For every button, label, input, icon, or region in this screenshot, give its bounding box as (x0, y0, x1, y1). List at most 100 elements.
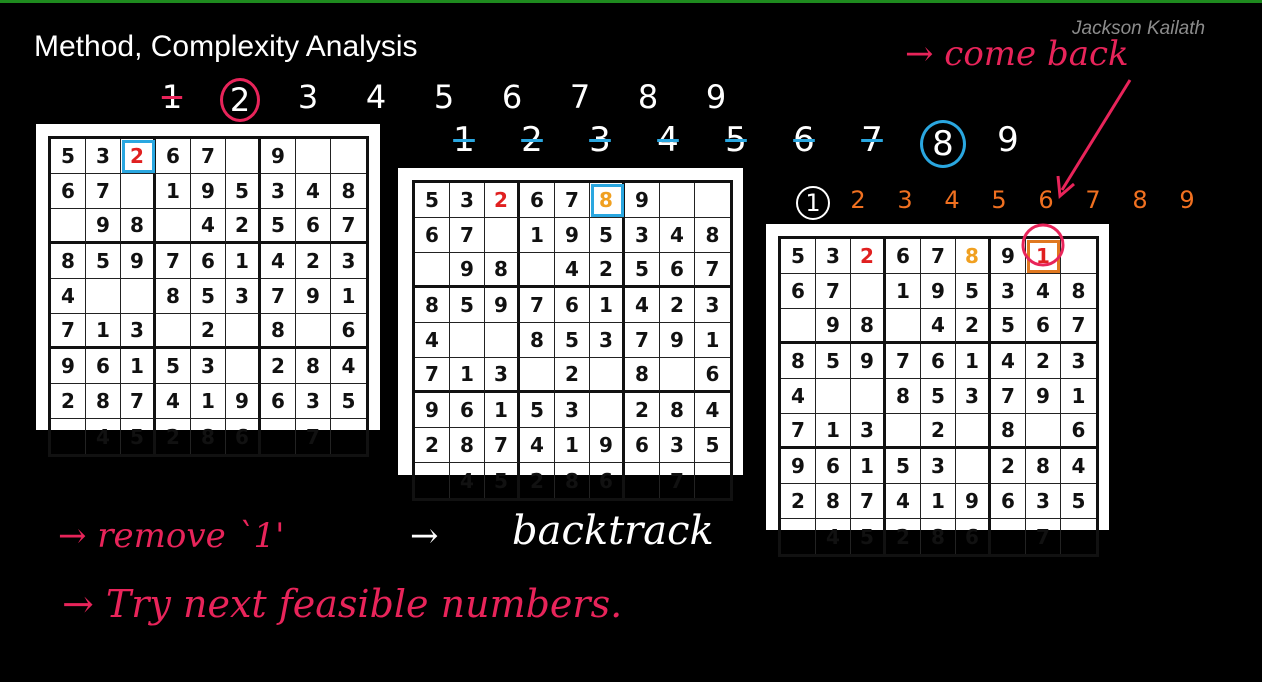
sudoku-cell: 5 (781, 239, 816, 274)
sudoku-cell (296, 314, 331, 349)
sudoku-cell: 1 (956, 344, 991, 379)
candidate-digit: 2 (850, 186, 866, 214)
sudoku-cell: 1 (1061, 379, 1096, 414)
sudoku-cell: 1 (191, 384, 226, 419)
sudoku-cell: 4 (1026, 274, 1061, 309)
sudoku-cell: 8 (851, 309, 886, 344)
sudoku-cell: 6 (156, 139, 191, 174)
sudoku-cell: 7 (86, 174, 121, 209)
slide-title: Method, Complexity Analysis (34, 30, 418, 63)
sudoku-cell (590, 393, 625, 428)
sudoku-cell: 8 (296, 349, 331, 384)
sudoku-cell: 4 (415, 323, 450, 358)
sudoku-cell: 9 (296, 279, 331, 314)
sudoku-cell: 4 (991, 344, 1026, 379)
candidate-digit: 3 (297, 78, 319, 116)
sudoku-cell: 7 (816, 274, 851, 309)
sudoku-cell: 3 (86, 139, 121, 174)
sudoku-cell: 6 (261, 384, 296, 419)
sudoku-cell: 3 (956, 379, 991, 414)
sudoku-cell: 3 (296, 384, 331, 419)
sudoku-cell: 3 (331, 244, 366, 279)
candidate-digit: 8 (637, 78, 659, 116)
sudoku-cell: 9 (485, 288, 520, 323)
sudoku-cell (226, 349, 261, 384)
sudoku-cell (956, 414, 991, 449)
sudoku-cell: 1 (86, 314, 121, 349)
sudoku-cell: 6 (886, 239, 921, 274)
sudoku-cell: 5 (886, 449, 921, 484)
sudoku-cell: 5 (156, 349, 191, 384)
sudoku-cell (485, 323, 520, 358)
sudoku-cell (660, 358, 695, 393)
sudoku-cell: 5 (695, 428, 730, 463)
sudoku-cell: 1 (851, 449, 886, 484)
sudoku-cell: 8 (191, 419, 226, 454)
sudoku-cell: 1 (485, 393, 520, 428)
sudoku-cell: 4 (86, 419, 121, 454)
sudoku-cell: 5 (625, 253, 660, 288)
sudoku-cell: 9 (851, 344, 886, 379)
sudoku-cell: 5 (1061, 484, 1096, 519)
sudoku-cell: 9 (261, 139, 296, 174)
sudoku-cell: 5 (520, 393, 555, 428)
sudoku-cell: 6 (296, 209, 331, 244)
sudoku-cell: 5 (121, 419, 156, 454)
sudoku-cell (520, 358, 555, 393)
sudoku-cell: 3 (590, 323, 625, 358)
sudoku-cell: 5 (226, 174, 261, 209)
candidate-digit: 7 (1085, 186, 1101, 214)
sudoku-cell (1061, 239, 1096, 274)
candidate-digit: 9 (705, 78, 727, 116)
sudoku-cell: 8 (331, 174, 366, 209)
sudoku-cell: 7 (695, 253, 730, 288)
sudoku-cell: 9 (816, 309, 851, 344)
sudoku-cell: 8 (156, 279, 191, 314)
sudoku-cell: 2 (415, 428, 450, 463)
candidate-digit: 4 (944, 186, 960, 214)
remove-note: → remove `1' (58, 516, 285, 556)
sudoku-cell: 3 (555, 393, 590, 428)
sudoku-cell (816, 379, 851, 414)
candidate-digit: 6 (1038, 186, 1054, 214)
sudoku-cell: 8 (991, 414, 1026, 449)
candidate-digit: 4 (657, 120, 679, 160)
sudoku-cell: 5 (921, 379, 956, 414)
sudoku-cell: 8 (86, 384, 121, 419)
sudoku-cell: 9 (191, 174, 226, 209)
candidate-digit: 3 (589, 120, 611, 160)
sudoku-cell (956, 449, 991, 484)
sudoku-cell: 8 (921, 519, 956, 554)
sudoku-cell: 2 (520, 463, 555, 498)
sudoku-cell (886, 414, 921, 449)
sudoku-cell: 5 (485, 463, 520, 498)
sudoku-cell: 6 (331, 314, 366, 349)
top-border (0, 0, 1262, 3)
sudoku-cell: 2 (956, 309, 991, 344)
sudoku-cell: 2 (590, 253, 625, 288)
sudoku-cell (1026, 414, 1061, 449)
sudoku-cell: 2 (851, 239, 886, 274)
sudoku-cell: 7 (261, 279, 296, 314)
sudoku-cell: 7 (886, 344, 921, 379)
sudoku-cell: 4 (781, 379, 816, 414)
sudoku-cell: 5 (816, 344, 851, 379)
sudoku-cell: 9 (956, 484, 991, 519)
sudoku-cell: 5 (415, 183, 450, 218)
sudoku-cell: 4 (296, 174, 331, 209)
sudoku-cell: 5 (191, 279, 226, 314)
sudoku-cell: 9 (226, 384, 261, 419)
candidate-digit: 1 (453, 120, 475, 160)
sudoku-cell (51, 209, 86, 244)
sudoku-cell: 1 (226, 244, 261, 279)
sudoku-cell: 9 (450, 253, 485, 288)
sudoku-cell: 5 (450, 288, 485, 323)
sudoku-cell: 3 (851, 414, 886, 449)
sudoku-cell: 6 (1026, 309, 1061, 344)
sudoku-cell: 8 (816, 484, 851, 519)
sudoku-cell: 4 (51, 279, 86, 314)
candidate-digit: 3 (897, 186, 913, 214)
